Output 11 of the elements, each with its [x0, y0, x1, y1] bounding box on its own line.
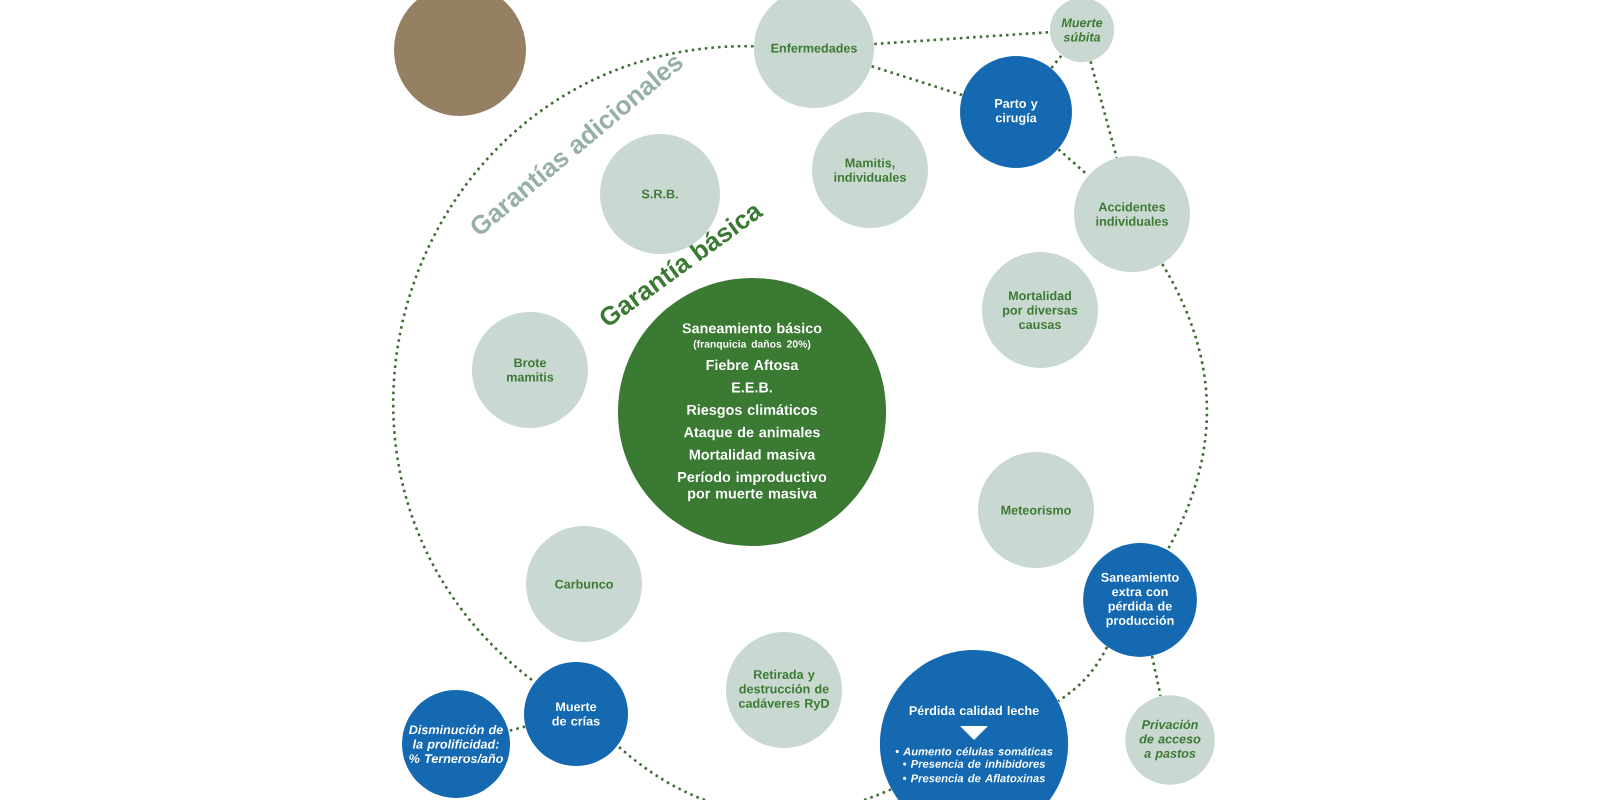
dotted-connector: [1057, 646, 1109, 703]
dotted-connector: [874, 30, 1050, 46]
dotted-connector: [1161, 263, 1209, 551]
dotted-connector: [1050, 54, 1063, 69]
dotted-connector: [616, 744, 892, 800]
dotted-connector: [1150, 655, 1162, 697]
dotted-connector: [508, 725, 526, 733]
dotted-connector: [1057, 148, 1089, 177]
dotted-connector: [1089, 61, 1118, 158]
dotted-connector: [871, 65, 963, 97]
dotted-connector: [392, 44, 754, 683]
